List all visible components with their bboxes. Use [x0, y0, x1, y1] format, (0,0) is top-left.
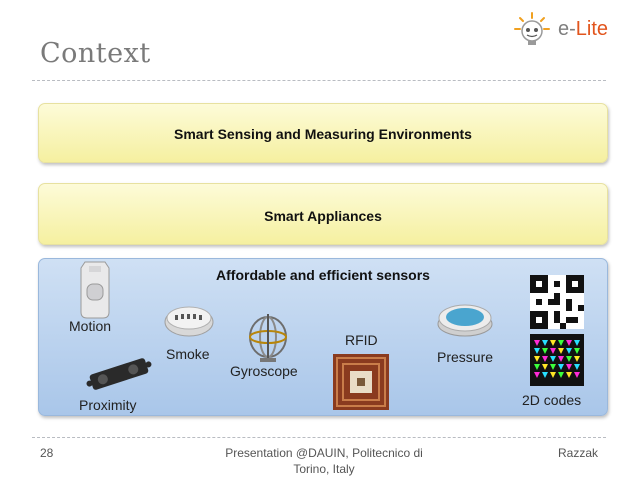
smoke-detector-icon	[164, 306, 214, 337]
band-smart-appliances: Smart Appliances	[38, 183, 608, 245]
sensor-label-rfid: RFID	[345, 332, 378, 348]
band-smart-sensing: Smart Sensing and Measuring Environments	[38, 103, 608, 163]
title-divider	[32, 80, 606, 81]
sensor-label-pressure: Pressure	[437, 349, 494, 365]
sensor-label-smoke: Smoke	[166, 346, 210, 362]
proximity-sensor-icon	[86, 358, 152, 390]
footer-divider	[32, 437, 606, 438]
lightbulb-logo-icon	[514, 12, 550, 45]
band-sensors: Affordable and efficient sensors	[38, 258, 608, 416]
motion-sensor-icon	[80, 261, 110, 319]
presentation-line-2: Torino, Italy	[293, 462, 355, 476]
band-label: Smart Appliances	[264, 208, 382, 224]
band-label: Smart Sensing and Measuring Environments	[174, 126, 472, 142]
brand-wordmark: e-Lite	[558, 18, 609, 40]
gyroscope-icon	[249, 314, 287, 362]
color-2d-code-icon	[530, 334, 584, 386]
sensor-label-2d-codes: 2D codes	[522, 392, 582, 408]
rfid-tag-icon	[333, 354, 389, 410]
pressure-sensor-icon	[437, 304, 493, 337]
author-name: Razzak	[558, 446, 599, 460]
page-number: 28	[40, 446, 54, 460]
sensor-label-gyroscope: Gyroscope	[230, 363, 298, 379]
sensor-label-proximity: Proximity	[79, 397, 137, 413]
presentation-line-1: Presentation @DAUIN, Politecnico di	[225, 446, 423, 460]
sensor-label-motion: Motion	[69, 318, 112, 334]
band-label: Affordable and efficient sensors	[216, 267, 430, 283]
qr-code-icon	[530, 275, 584, 329]
elite-logo: e-Lite	[510, 10, 628, 48]
slide-title: Context	[40, 38, 151, 69]
